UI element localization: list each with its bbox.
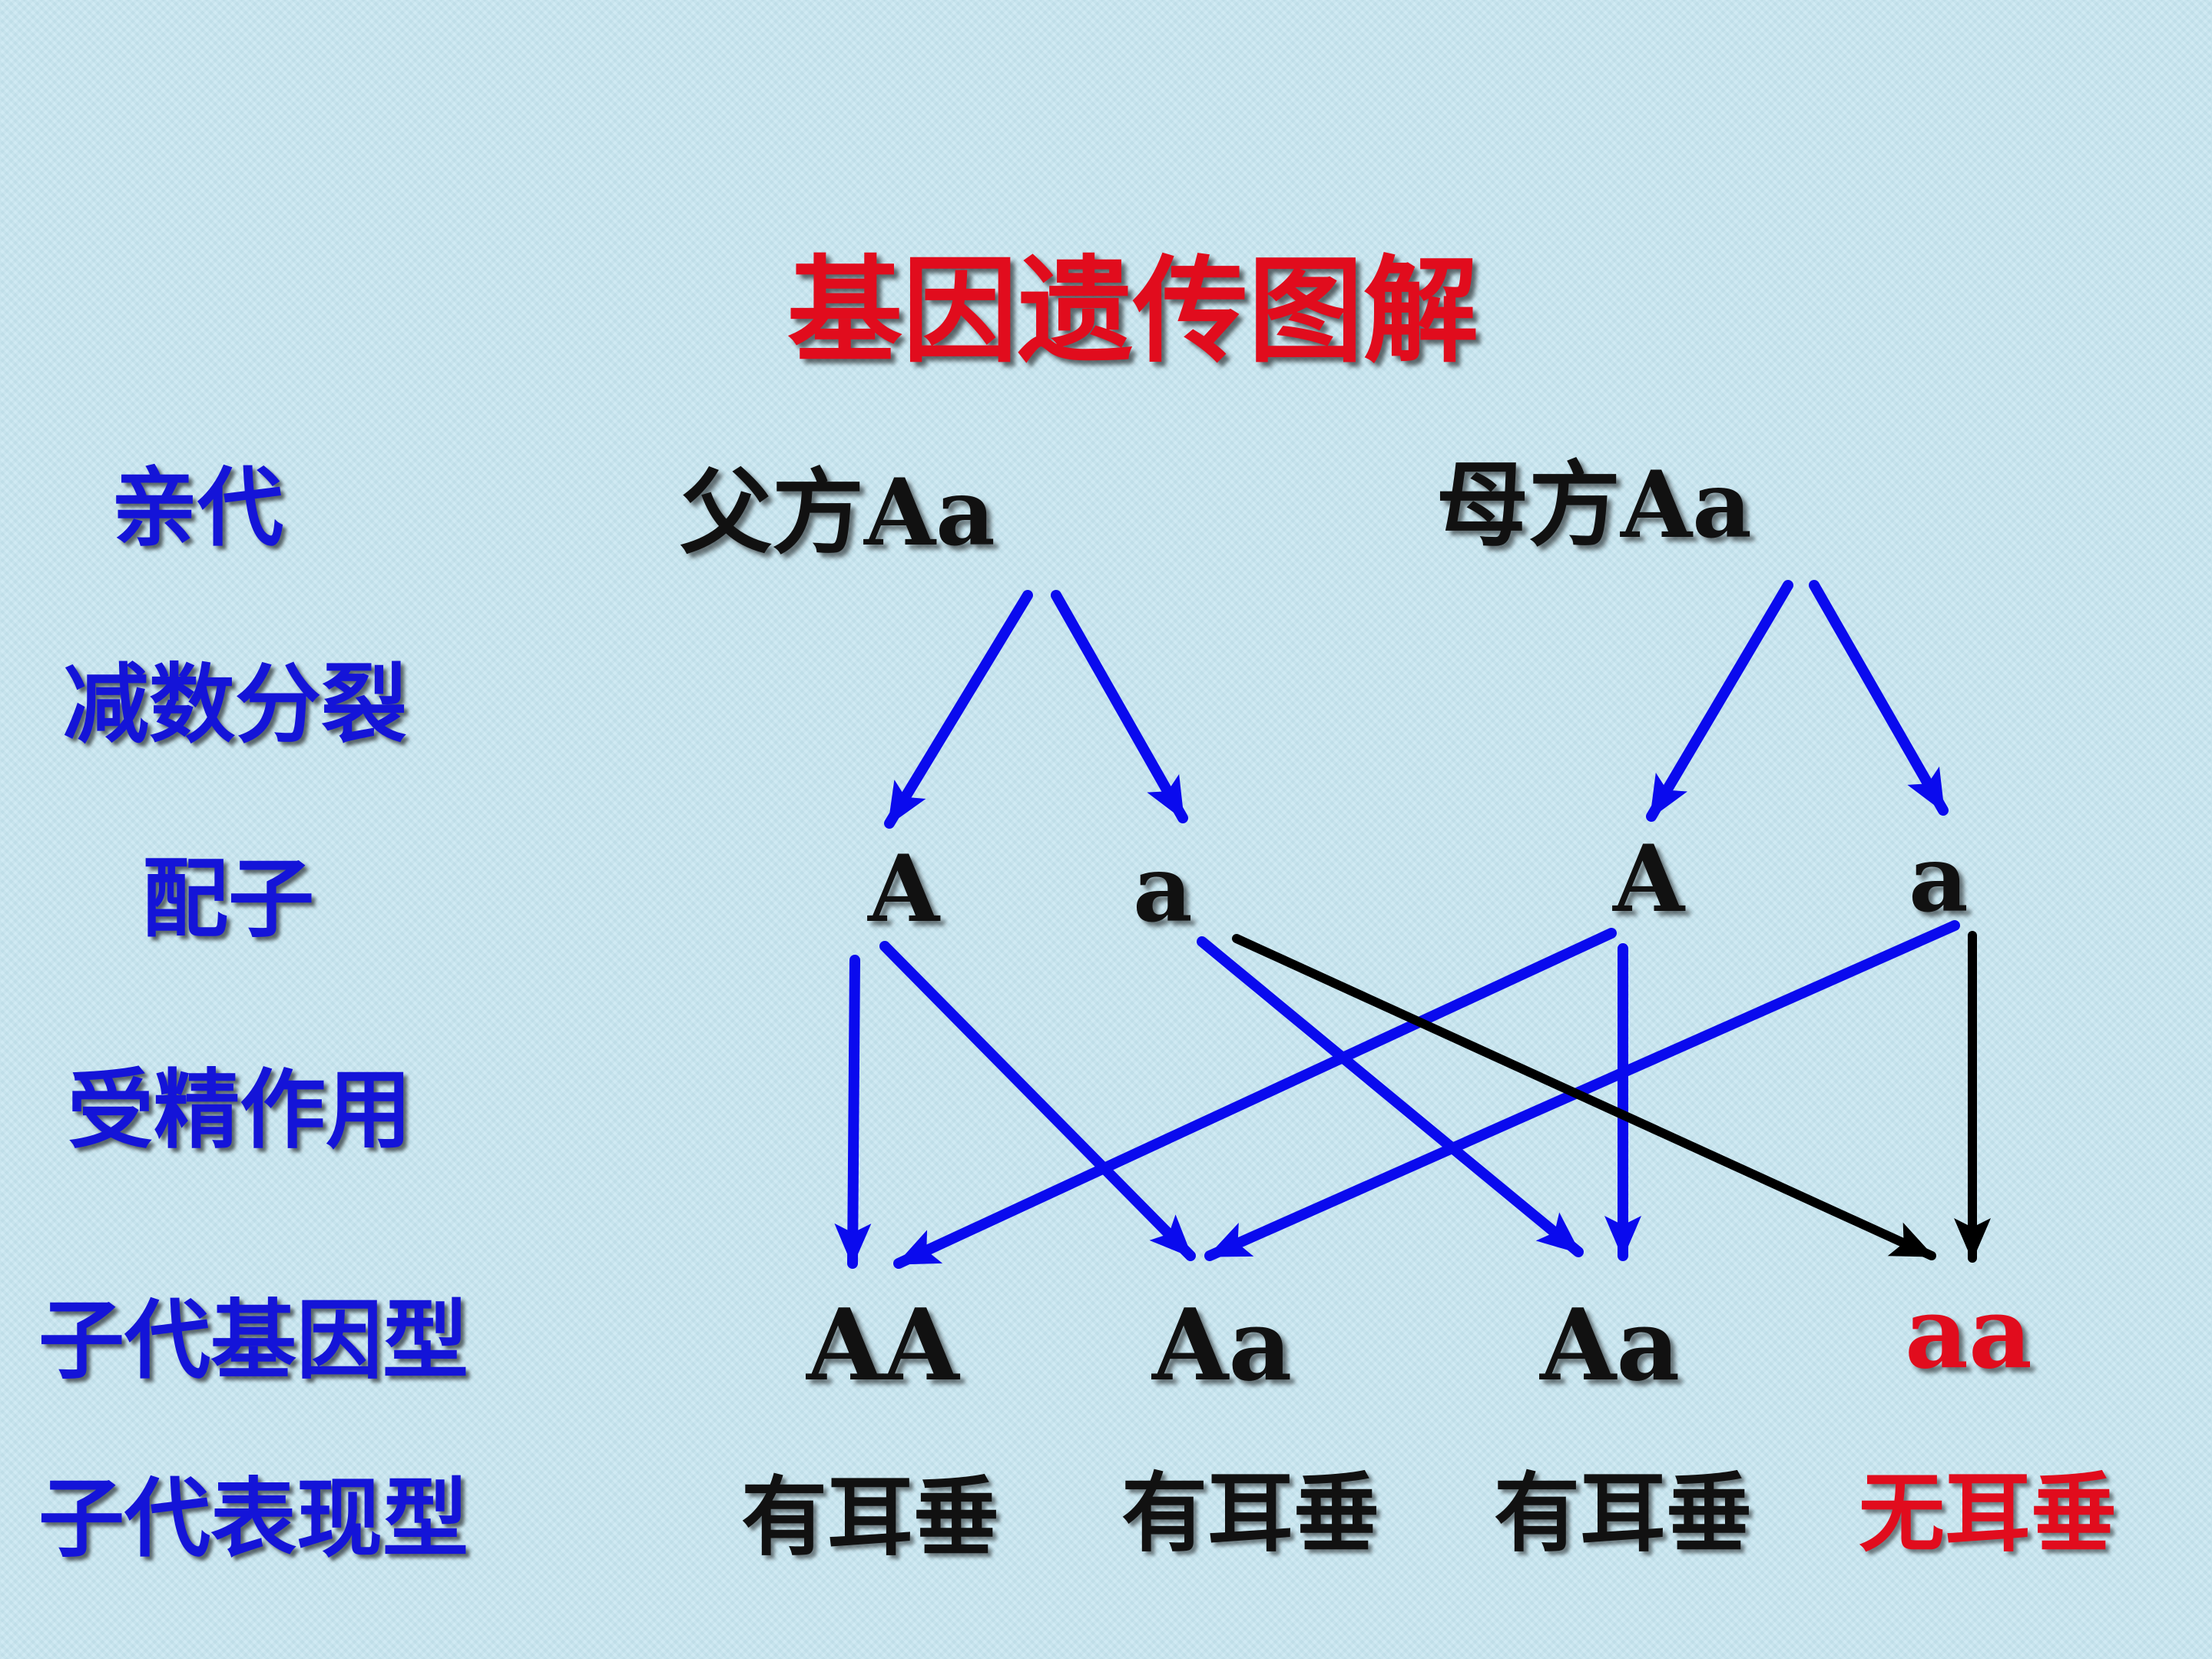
arrow-father-to-a (1051, 590, 1188, 823)
gamete-father-a: a (1133, 835, 1193, 943)
parent-father: 父方Aa (680, 459, 995, 567)
gamete-mother-a: a (1909, 825, 1969, 933)
offspring-phenotype-4: 无耳垂 (1859, 1464, 2117, 1564)
gamete-mother-A: A (1613, 825, 1685, 933)
arrow-ma-to-Aa1 (1204, 920, 1960, 1261)
offspring-genotype-2: Aa (1152, 1288, 1293, 1403)
arrow-mother-to-a (1809, 580, 1949, 816)
offspring-genotype-3: Aa (1540, 1288, 1681, 1403)
row-label-gametes: 配子 (142, 849, 314, 949)
row-label-fertilization: 受精作用 (68, 1061, 412, 1161)
gamete-father-A: A (868, 835, 940, 943)
offspring-phenotype-3: 有耳垂 (1494, 1464, 1752, 1564)
offspring-phenotype-1: 有耳垂 (741, 1468, 999, 1568)
parent-mother: 母方Aa (1436, 451, 1752, 559)
arrow-fA-to-Aa1 (879, 941, 1196, 1261)
arrow-mother-to-A (1646, 580, 1793, 822)
arrow-fA-to-AA (834, 955, 872, 1269)
row-label-offspring-phenotype: 子代表现型 (38, 1469, 469, 1569)
offspring-phenotype-2: 有耳垂 (1121, 1464, 1379, 1564)
arrow-father-to-A (884, 590, 1033, 829)
row-label-parents: 亲代 (111, 459, 283, 558)
offspring-genotype-4: aa (1905, 1276, 2032, 1391)
row-label-meiosis: 减数分裂 (63, 655, 407, 755)
row-label-offspring-genotype: 子代基因型 (38, 1291, 469, 1391)
arrow-mA-to-AA (893, 928, 1617, 1269)
diagram-title: 基因遗传图解 (787, 243, 1479, 379)
offspring-genotype-1: AA (806, 1288, 959, 1403)
arrow-fa-to-aa (1232, 934, 1936, 1260)
arrow-fa-to-Aa2 (1197, 936, 1584, 1257)
